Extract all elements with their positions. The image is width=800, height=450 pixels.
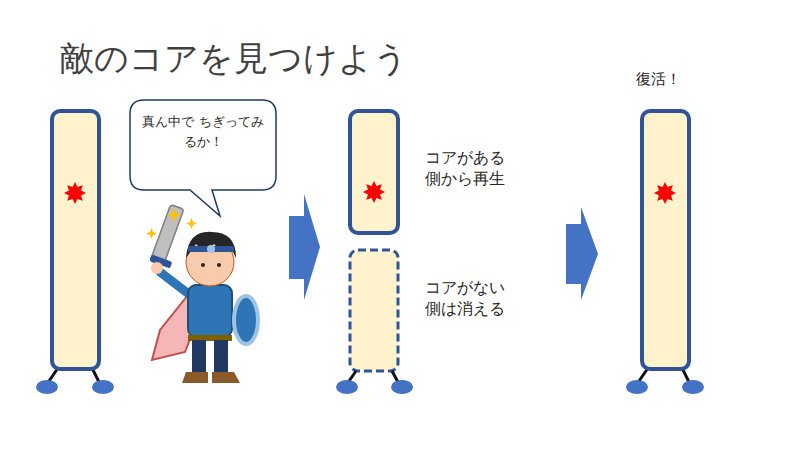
block-arrow xyxy=(289,194,320,300)
core-star xyxy=(363,181,385,203)
speech-bubble: 真ん中で ちぎってみるか！ xyxy=(130,100,276,190)
sparkle xyxy=(186,218,197,229)
hero-arm xyxy=(160,272,190,295)
enemy-foot xyxy=(336,380,358,394)
hero-figure xyxy=(146,204,258,383)
enemy-whole xyxy=(36,111,114,394)
note-label: コアがない 側は消える xyxy=(425,278,525,320)
hero-shield xyxy=(234,296,258,344)
hero-boot xyxy=(212,372,240,383)
hero-hair xyxy=(186,232,236,258)
bubble-shape xyxy=(130,100,276,216)
enemy-foot xyxy=(36,380,58,394)
hero-eye xyxy=(217,263,221,267)
enemy-foot xyxy=(682,380,704,394)
enemy-body xyxy=(642,111,689,369)
enemy-foot xyxy=(92,380,114,394)
sparkle xyxy=(146,228,157,239)
enemy-vanishing-half xyxy=(350,250,398,371)
enemy-revived xyxy=(626,111,704,394)
sparkle xyxy=(167,208,181,222)
enemy-foot xyxy=(391,380,413,394)
speech-text: 真ん中で ちぎってみるか！ xyxy=(140,112,266,151)
title: 敵のコアを見つけよう xyxy=(60,36,408,80)
core-star xyxy=(64,182,86,204)
enemy-split xyxy=(336,111,413,394)
status-label: 復活！ xyxy=(636,70,706,90)
hero-gem xyxy=(207,245,215,253)
hero-eye xyxy=(201,263,205,267)
hero-leg xyxy=(214,340,228,372)
enemy-core-half xyxy=(350,111,398,233)
block-arrow xyxy=(566,207,598,300)
note-label: コアがある 側から再生 xyxy=(425,148,525,190)
enemy-foot xyxy=(626,380,648,394)
hero-boot xyxy=(182,372,208,383)
enemy-body xyxy=(52,111,99,369)
hero-leg xyxy=(192,340,206,372)
hero-body xyxy=(188,285,232,337)
hero-hand xyxy=(151,262,163,274)
core-star xyxy=(654,182,676,204)
hero-headband xyxy=(188,246,234,252)
